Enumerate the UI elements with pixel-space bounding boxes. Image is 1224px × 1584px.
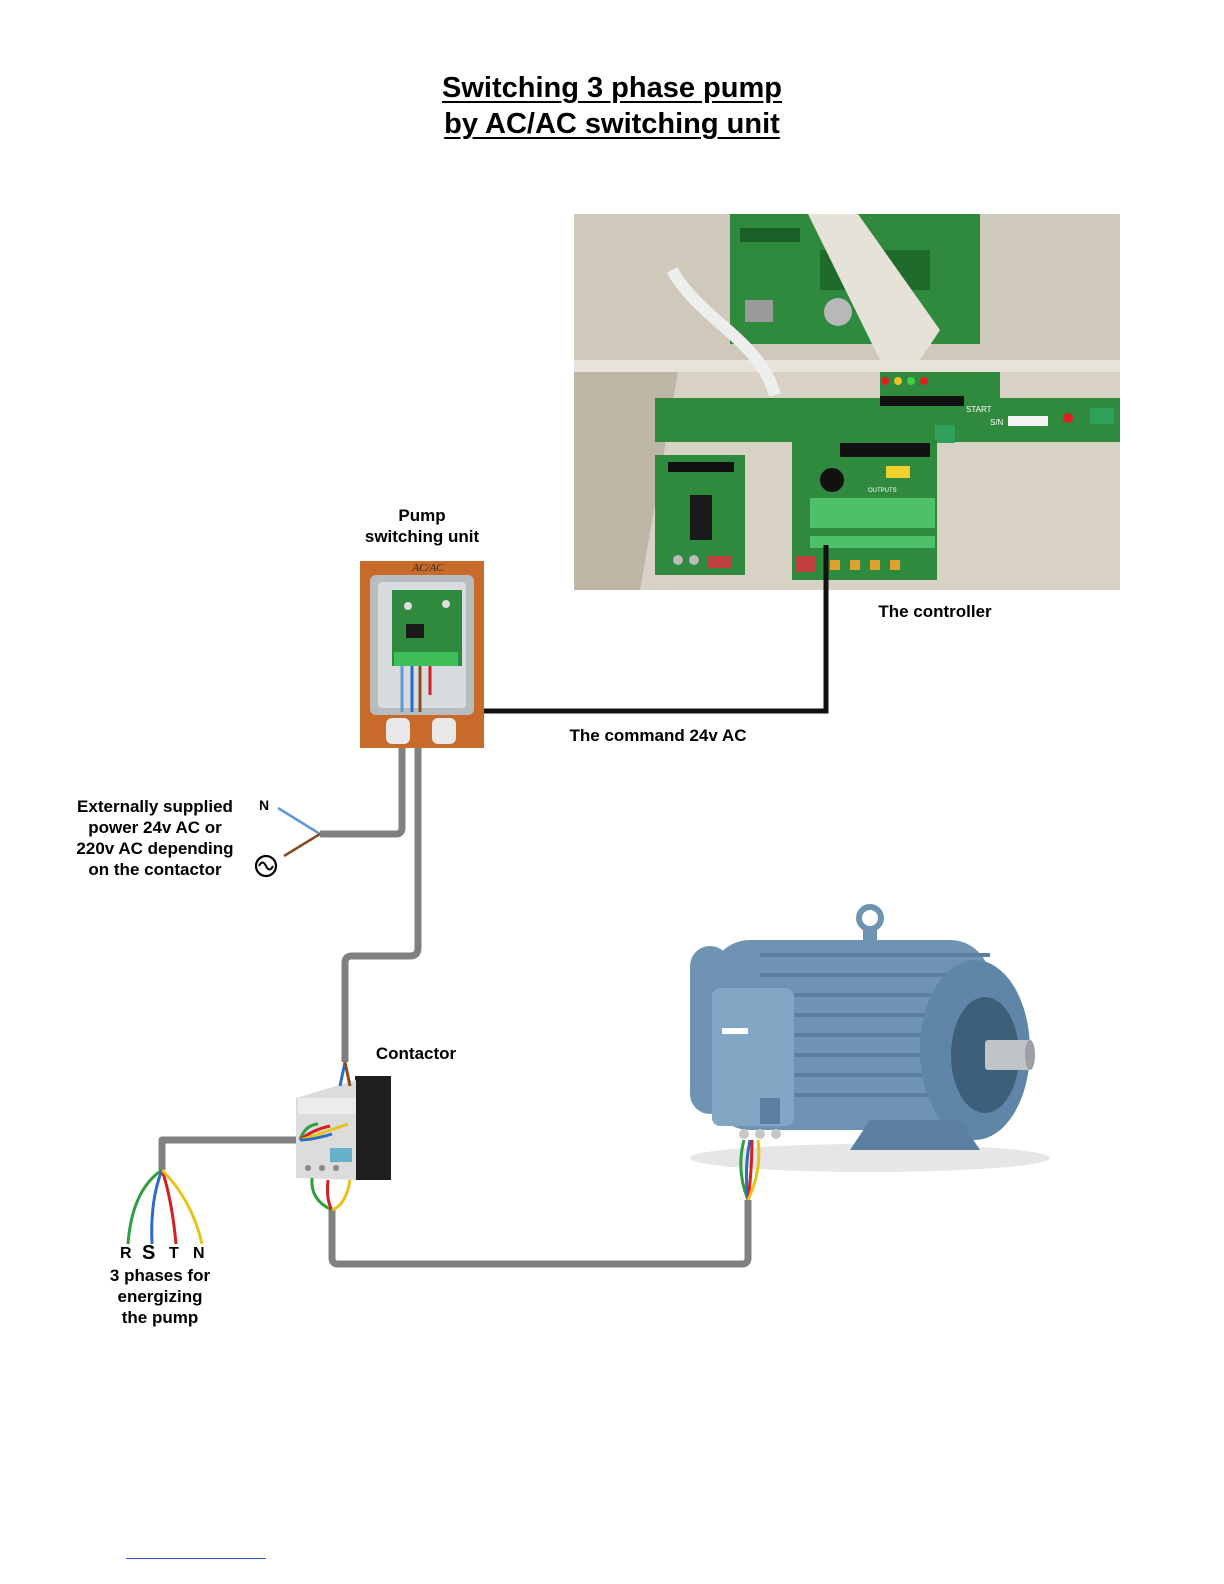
pump-unit-label-line-2: switching unit	[342, 526, 502, 547]
phases-label-line-1: 3 phases for	[90, 1265, 230, 1286]
phase-letters: R S T N	[112, 1243, 212, 1265]
board-start-text: START	[966, 405, 992, 414]
command-label: The command 24v AC	[548, 725, 768, 746]
pump-switching-unit-label: Pump switching unit	[342, 505, 502, 547]
pump-switching-unit: AC/AC	[360, 561, 484, 748]
phase-r-label: R	[120, 1245, 132, 1263]
pump-unit-label-line-1: Pump	[342, 505, 502, 526]
gray-cables	[162, 712, 748, 1264]
external-label-line-3: 220v AC depending	[60, 838, 250, 859]
footer-rule	[126, 1558, 266, 1559]
ac-symbol-icon	[256, 856, 276, 876]
phase-t-label: T	[169, 1245, 179, 1263]
external-label-line-1: Externally supplied	[60, 796, 250, 817]
contactor	[296, 1062, 391, 1180]
neutral-label: N	[252, 795, 276, 816]
contactor-output-wires	[312, 1178, 350, 1210]
external-supply-label: Externally supplied power 24v AC or 220v…	[60, 796, 250, 880]
live-wire	[284, 834, 320, 856]
phases-label-line-2: energizing	[90, 1286, 230, 1307]
phases-label-line-3: the pump	[90, 1307, 230, 1328]
supply-wires	[128, 1170, 202, 1244]
controller-photo: START S/N OUTPUTS	[574, 214, 1120, 590]
unit-badge-text: AC/AC	[411, 562, 444, 574]
external-label-line-4: on the contactor	[60, 859, 250, 880]
controller-label: The controller	[860, 601, 1010, 622]
board-sn-text: S/N	[990, 418, 1004, 427]
phases-label: 3 phases for energizing the pump	[90, 1265, 230, 1328]
phase-s-label: S	[142, 1242, 155, 1265]
board-outputs-text: OUTPUTS	[868, 488, 897, 494]
motor-image	[690, 907, 1050, 1172]
contactor-label: Contactor	[366, 1043, 466, 1064]
neutral-wire	[278, 808, 320, 834]
external-label-line-2: power 24v AC or	[60, 817, 250, 838]
phase-n-label: N	[193, 1245, 205, 1263]
